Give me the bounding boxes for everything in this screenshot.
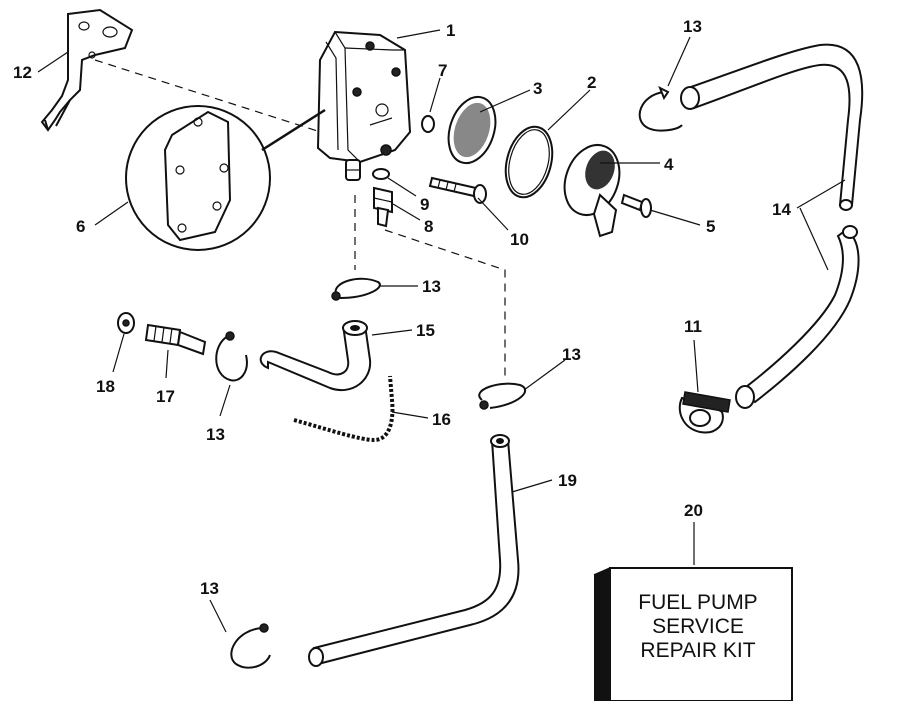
callout-labels: 1 2 3 4 5 6 7 8 9 10 11 12 13 13 13 13 1… xyxy=(13,17,791,598)
callout-13-top: 13 xyxy=(683,17,702,36)
bracket-part-12 xyxy=(40,8,134,132)
clamp-part-13-bottom xyxy=(230,623,271,669)
callout-12: 12 xyxy=(13,63,32,82)
fuel-pump-part-1 xyxy=(316,30,412,181)
alignment-lines xyxy=(94,59,506,380)
o-ring-part-9 xyxy=(372,168,390,180)
callout-20: 20 xyxy=(684,501,703,520)
callout-3: 3 xyxy=(533,79,542,98)
callout-13-center: 13 xyxy=(422,277,441,296)
gasket-detail-part-6 xyxy=(125,105,326,251)
elbow-hose-part-15 xyxy=(259,320,372,391)
kit-label-line-3: REPAIR KIT xyxy=(640,639,755,662)
cover-part-4 xyxy=(563,144,621,238)
callout-13-left: 13 xyxy=(206,425,225,444)
callout-18: 18 xyxy=(96,377,115,396)
clamp-part-13-center xyxy=(331,277,381,301)
fitting-part-8 xyxy=(373,186,393,228)
callout-14: 14 xyxy=(772,200,791,219)
washer-part-18 xyxy=(117,312,135,334)
screw-part-5 xyxy=(620,193,652,218)
clamp-part-13-left xyxy=(215,331,248,382)
callout-9: 9 xyxy=(420,195,429,214)
clamp-part-13-top xyxy=(638,85,683,132)
kit-label-line-2: SERVICE xyxy=(652,615,744,638)
callout-16: 16 xyxy=(432,410,451,429)
callout-13-right: 13 xyxy=(562,345,581,364)
hose-part-14 xyxy=(680,43,864,409)
o-ring-part-7 xyxy=(421,115,435,133)
leader-lines xyxy=(37,29,846,633)
callout-5: 5 xyxy=(706,217,715,236)
callout-4: 4 xyxy=(664,155,674,174)
repair-kit-box-part-20 xyxy=(593,567,793,701)
callout-17: 17 xyxy=(156,387,175,406)
callout-10: 10 xyxy=(510,230,529,249)
callout-8: 8 xyxy=(424,217,433,236)
seal-ring-part-2 xyxy=(504,125,554,199)
callout-2: 2 xyxy=(587,73,596,92)
clip-part-11 xyxy=(678,391,731,434)
clamp-part-13-right xyxy=(478,382,527,410)
fitting-part-17 xyxy=(144,323,207,356)
hose-part-19 xyxy=(308,434,520,667)
kit-label-line-1: FUEL PUMP xyxy=(638,591,757,614)
screen-part-3 xyxy=(447,95,497,165)
callout-15: 15 xyxy=(416,321,435,340)
callout-7: 7 xyxy=(438,61,447,80)
callout-1: 1 xyxy=(446,21,455,40)
callout-6: 6 xyxy=(76,217,85,236)
spring-part-16 xyxy=(293,375,395,443)
bolt-part-10 xyxy=(428,176,487,204)
kit-label: FUEL PUMP SERVICE REPAIR KIT xyxy=(638,591,757,662)
callout-13-bottom: 13 xyxy=(200,579,219,598)
callout-11: 11 xyxy=(684,317,702,336)
callout-19: 19 xyxy=(558,471,577,490)
